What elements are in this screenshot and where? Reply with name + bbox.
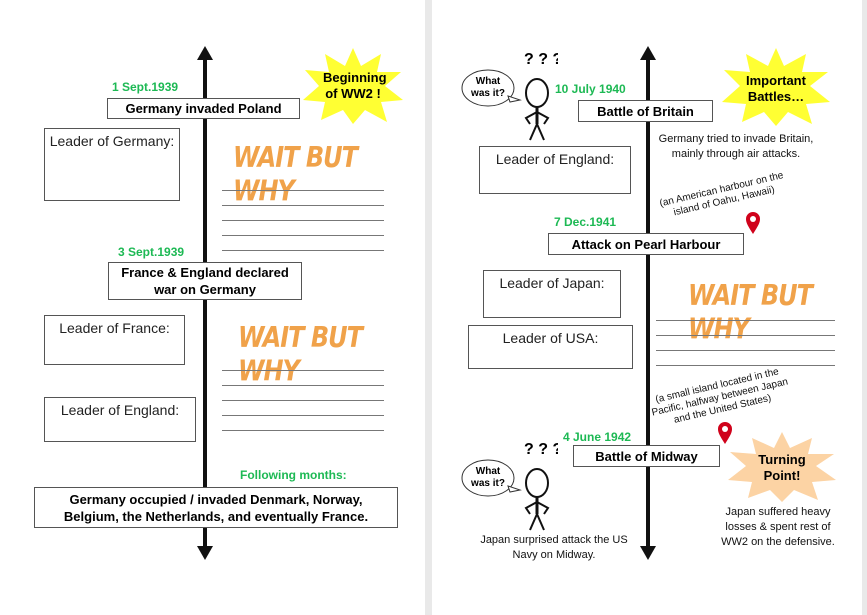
event-date: 4 June 1942 bbox=[563, 430, 632, 444]
event-box: Battle of Britain bbox=[578, 100, 713, 122]
writing-lines[interactable] bbox=[222, 190, 384, 265]
map-pin-icon bbox=[718, 422, 732, 444]
speech-bubble-text: What was it? bbox=[471, 466, 505, 489]
leader-france-box[interactable]: Leader of France: bbox=[44, 315, 185, 365]
svg-text:? ? ?: ? ? ? bbox=[524, 441, 558, 458]
event-date: 3 Sept.1939 bbox=[118, 245, 185, 259]
starburst-important-battles: Important Battles… bbox=[722, 48, 830, 126]
pearl-harbour-note: (an American harbour on the island of Oa… bbox=[658, 170, 785, 219]
leader-germany-box[interactable]: Leader of Germany: bbox=[44, 128, 180, 201]
arrow-down-icon bbox=[640, 546, 656, 560]
event-box: France & England declared war on Germany bbox=[108, 262, 302, 300]
starburst-text: Turning Point! bbox=[758, 452, 806, 483]
svg-text:? ? ?: ? ? ? bbox=[524, 51, 558, 68]
confused-stick-figure: ? ? ? What was it? bbox=[458, 48, 558, 143]
arrow-down-icon bbox=[197, 546, 213, 560]
event-box: Germany invaded Poland bbox=[107, 98, 300, 119]
timeline-axis bbox=[646, 56, 650, 550]
speech-bubble-text: What was it? bbox=[471, 76, 505, 99]
left-page: Beginning of WW2 ! 1 Sept.1939 Germany i… bbox=[0, 0, 425, 615]
arrow-up-icon bbox=[197, 46, 213, 60]
starburst-turning-point: Turning Point! bbox=[728, 432, 836, 502]
starburst-text: Important Battles… bbox=[746, 73, 806, 104]
event-box: Battle of Midway bbox=[573, 445, 720, 467]
event-date: 7 Dec.1941 bbox=[554, 215, 617, 229]
starburst-beginning: Beginning of WW2 ! bbox=[303, 48, 403, 124]
midway-note-right: Japan suffered heavy losses & spent rest… bbox=[721, 506, 835, 548]
leader-england-box[interactable]: Leader of England: bbox=[44, 397, 196, 442]
leader-japan-box[interactable]: Leader of Japan: bbox=[483, 270, 621, 318]
map-pin-icon bbox=[746, 212, 760, 234]
event-date: 1 Sept.1939 bbox=[112, 80, 179, 94]
writing-lines[interactable] bbox=[222, 370, 384, 445]
starburst-text: Beginning of WW2 ! bbox=[323, 70, 387, 101]
midway-note-left: Japan surprised attack the US Navy on Mi… bbox=[480, 534, 628, 561]
leader-usa-box[interactable]: Leader of USA: bbox=[468, 325, 633, 369]
confused-stick-figure: ? ? ? What was it? bbox=[458, 438, 558, 533]
event-box: Attack on Pearl Harbour bbox=[548, 233, 744, 255]
right-page: ? ? ? What was it? Important Battles… 10… bbox=[432, 0, 862, 615]
event-date: 10 July 1940 bbox=[555, 82, 626, 96]
event-note: Germany tried to invade Britain, mainly … bbox=[658, 133, 814, 160]
event-box: Germany occupied / invaded Denmark, Norw… bbox=[34, 487, 398, 528]
leader-england-box[interactable]: Leader of England: bbox=[479, 146, 631, 194]
event-date: Following months: bbox=[240, 468, 347, 482]
writing-lines[interactable] bbox=[656, 320, 835, 380]
timeline-axis bbox=[203, 56, 207, 550]
wait-but-why-logo: WAIT BUT WHY bbox=[688, 278, 813, 346]
arrow-up-icon bbox=[640, 46, 656, 60]
